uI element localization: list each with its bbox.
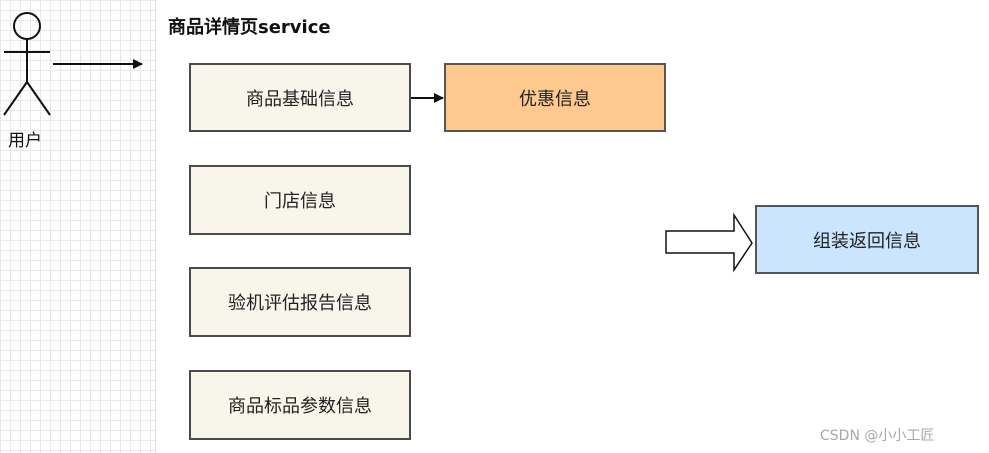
csdn-watermark: CSDN @小小工匠 <box>820 428 935 444</box>
goods-base-info-label: 商品基础信息 <box>246 88 354 110</box>
assemble-return-box[interactable]: 组装返回信息 <box>755 205 979 274</box>
assemble-return-label: 组装返回信息 <box>813 230 921 252</box>
store-info-label: 门店信息 <box>264 191 336 212</box>
user-actor-icon <box>3 12 51 116</box>
product-params-box[interactable]: 商品标品参数信息 <box>189 370 411 440</box>
discount-info-box[interactable]: 优惠信息 <box>444 63 666 132</box>
inspection-report-label: 验机评估报告信息 <box>228 293 372 314</box>
inspection-report-box[interactable]: 验机评估报告信息 <box>189 267 411 337</box>
user-actor-label: 用户 <box>8 131 42 151</box>
goods-base-info-box[interactable]: 商品基础信息 <box>189 63 411 132</box>
grid-background <box>0 0 156 453</box>
diagram-title: 商品详情页service <box>168 17 331 38</box>
discount-info-label: 优惠信息 <box>519 88 591 110</box>
product-params-label: 商品标品参数信息 <box>228 396 372 417</box>
store-info-box[interactable]: 门店信息 <box>189 165 411 235</box>
